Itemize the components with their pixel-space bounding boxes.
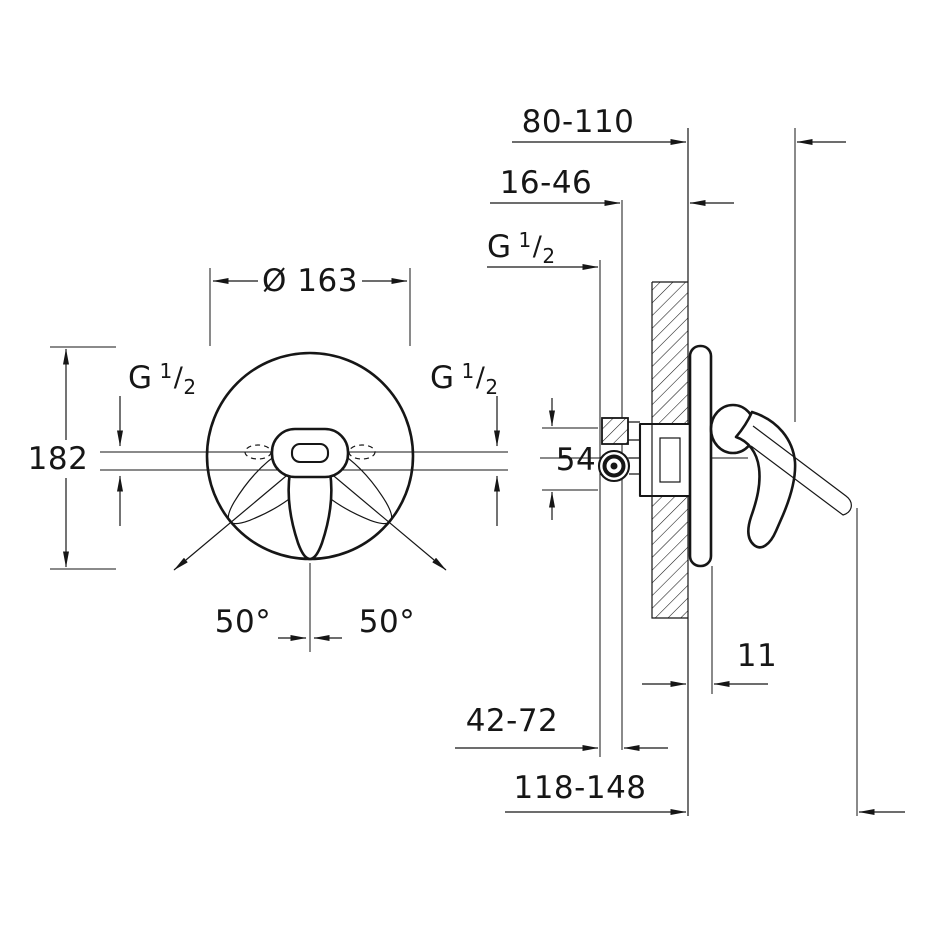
wall-outline-upper <box>651 281 688 424</box>
escutcheon-plate-side <box>688 344 713 568</box>
lever-cap-front <box>270 427 350 479</box>
union-nut-ring <box>602 454 626 478</box>
dim-upper-depth-label: 16-46 <box>500 165 593 201</box>
dim-overall: 118-148 <box>505 770 905 815</box>
dim-height: 182 <box>28 346 116 570</box>
dim-install-depth-label: 80-110 <box>522 104 635 140</box>
dim-lower-depth-label: 42-72 <box>466 703 559 739</box>
dim-upper-depth: 16-46 <box>490 165 734 206</box>
pipe-links <box>628 421 640 475</box>
angle-label-right: 50° <box>359 604 415 640</box>
wall-hatch-upper <box>652 282 688 424</box>
dim-plate-clearance-label: 11 <box>737 638 777 674</box>
dim-center-offset: 54 <box>542 398 598 520</box>
dim-lower-depth: 42-72 <box>455 703 668 751</box>
dim-height-label: 182 <box>28 441 89 477</box>
wall-hatch-lower <box>652 496 688 618</box>
dim-center-offset-label: 54 <box>556 442 596 478</box>
supply-connection <box>597 417 640 483</box>
dim-diameter-label: Ø 163 <box>262 263 358 299</box>
lever-side <box>709 403 852 549</box>
wall-outline-lower <box>651 496 688 619</box>
mounting-bolt <box>601 417 629 445</box>
union-nut-center <box>610 462 618 470</box>
lever-grip-mark <box>290 442 330 464</box>
lever-open-position <box>750 425 852 516</box>
valve-body <box>638 422 692 498</box>
dim-plate-clearance: 11 <box>642 638 777 687</box>
wall-section <box>651 281 688 619</box>
dim-diameter: Ø 163 <box>209 263 411 346</box>
angle-label-left: 50° <box>215 604 271 640</box>
dim-install-depth: 80-110 <box>512 104 846 145</box>
dim-overall-label: 118-148 <box>513 770 646 806</box>
